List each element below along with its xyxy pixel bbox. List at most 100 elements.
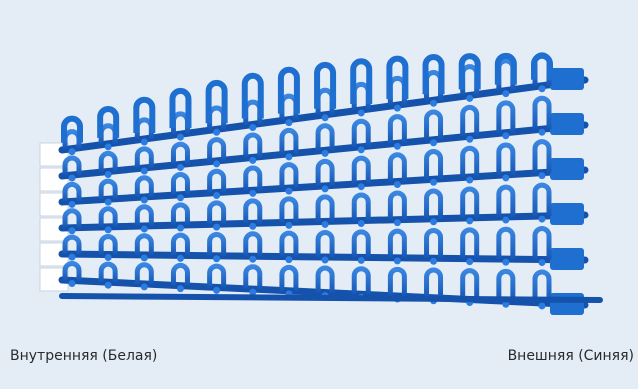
- chain-link: [207, 231, 227, 256]
- chain-link: [424, 70, 444, 101]
- chain-knuckle: [285, 221, 293, 229]
- chain-link: [496, 226, 516, 260]
- chain-knuckle: [249, 123, 257, 131]
- chain-end-tab: [550, 203, 584, 225]
- chain-link: [134, 262, 154, 284]
- chain-link: [98, 178, 118, 200]
- top-loop: [422, 54, 445, 95]
- chain-knuckle: [285, 256, 293, 264]
- chain-link: [351, 266, 371, 295]
- chain-knuckle: [176, 254, 184, 262]
- inner-part-caption: Внутренняя (Белая): [10, 348, 158, 364]
- chain-knuckle: [502, 90, 510, 98]
- chain-link: [243, 264, 263, 290]
- chain-knuckle: [176, 285, 184, 293]
- chain-link: [207, 263, 227, 288]
- chain-link: [460, 64, 480, 96]
- chain-link: [98, 206, 118, 227]
- chain-link: [460, 104, 480, 137]
- chain-link: [424, 188, 444, 219]
- chain-link: [134, 146, 154, 168]
- chain-knuckle: [466, 176, 474, 184]
- chain-link: [460, 186, 480, 218]
- chain-knuckle: [321, 256, 329, 264]
- chain-knuckle: [104, 198, 112, 206]
- outer-part-caption: Внешняя (Синяя): [507, 348, 634, 364]
- bottom-rail: [59, 293, 603, 303]
- chain-link: [351, 192, 371, 221]
- chain-link: [98, 233, 118, 255]
- chain-link: [243, 132, 263, 158]
- chain-link: [496, 100, 516, 133]
- chain-knuckle: [393, 219, 401, 227]
- chain-link: [387, 114, 407, 144]
- chain-link: [315, 123, 335, 151]
- chain-knuckle: [249, 156, 257, 164]
- chain-knuckle: [393, 104, 401, 112]
- top-loop: [350, 58, 373, 104]
- chain-link: [207, 200, 227, 225]
- chain-knuckle: [176, 133, 184, 141]
- chain-knuckle: [538, 259, 546, 267]
- chain-knuckle: [140, 254, 148, 262]
- chain-knuckle: [502, 258, 510, 266]
- chain-knuckle: [213, 160, 221, 168]
- chain-knuckle: [393, 142, 401, 150]
- chain-knuckle: [140, 196, 148, 204]
- chain-link: [424, 267, 444, 298]
- top-loop: [169, 87, 192, 129]
- chain-knuckle: [249, 255, 257, 263]
- chain-link: [243, 165, 263, 191]
- chain-link: [496, 58, 516, 91]
- chain-link: [496, 142, 516, 175]
- chain-link: [279, 264, 299, 291]
- chain-link: [351, 229, 371, 258]
- chain-knuckle: [140, 225, 148, 233]
- chain-end-tab: [550, 158, 584, 180]
- chain-link: [387, 266, 407, 297]
- chain-link: [315, 230, 335, 258]
- top-loop: [97, 106, 120, 138]
- chain-link: [496, 268, 516, 302]
- chain-link: [243, 198, 263, 224]
- chain-knuckle: [213, 255, 221, 263]
- chain-knuckle: [538, 215, 546, 223]
- chain-end-tab: [550, 248, 584, 270]
- chain-knuckle: [321, 185, 329, 193]
- chain-link: [315, 265, 335, 293]
- chain-knuckle: [285, 153, 293, 161]
- chain-link: [387, 228, 407, 258]
- chain-link: [134, 233, 154, 255]
- chain-link: [315, 194, 335, 222]
- chain-knuckle: [393, 180, 401, 188]
- chain-link: [62, 234, 82, 255]
- chain-illustration: [39, 52, 603, 315]
- chain-knuckle: [357, 220, 365, 228]
- chain-knuckle: [213, 286, 221, 294]
- chain-knuckle: [285, 119, 293, 127]
- top-loop: [277, 66, 300, 114]
- chain-knuckle: [68, 200, 76, 208]
- chain-link: [424, 149, 444, 180]
- chain-link: [351, 118, 371, 147]
- chain-knuckle: [393, 257, 401, 265]
- chain-link: [279, 127, 299, 154]
- chain-knuckle: [213, 223, 221, 231]
- chain-link: [532, 139, 552, 173]
- chain-link: [351, 81, 371, 110]
- chain-knuckle: [357, 256, 365, 264]
- chain-knuckle: [104, 170, 112, 178]
- chain-link: [170, 262, 190, 286]
- chain-knuckle: [104, 254, 112, 262]
- top-loop: [205, 79, 228, 124]
- chain-link: [532, 95, 552, 130]
- chain-rows: [39, 52, 603, 315]
- chain-knuckle: [104, 143, 112, 151]
- chain-link: [170, 202, 190, 226]
- chain-link: [351, 155, 371, 184]
- chain-knuckle: [430, 257, 438, 265]
- chain-link: [424, 228, 444, 259]
- chain-knuckle: [140, 138, 148, 146]
- chain-knuckle: [104, 226, 112, 234]
